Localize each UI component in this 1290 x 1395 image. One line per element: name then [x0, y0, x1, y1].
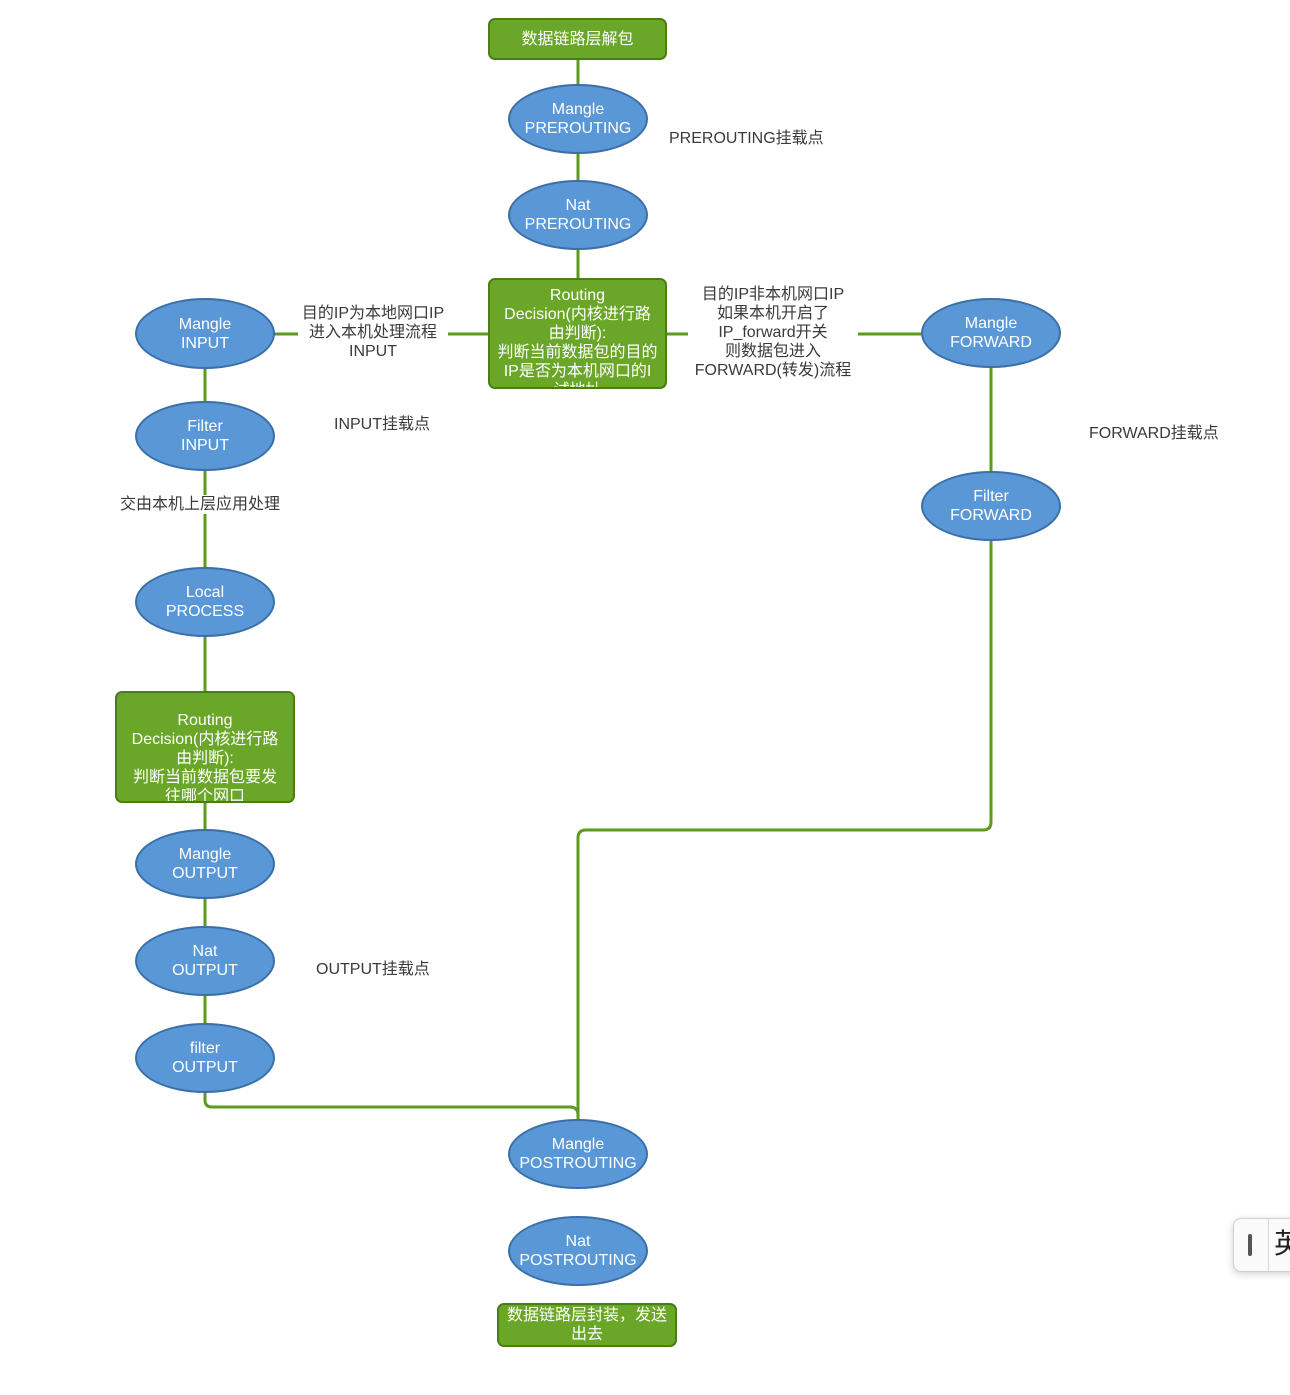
input-hook-label: INPUT挂载点 [334, 416, 431, 433]
mangle-postrouting-node[interactable]: Mangle POSTROUTING [508, 1119, 648, 1189]
mangle-forward-text: Mangle FORWARD [950, 315, 1032, 351]
routing-decision-1-node[interactable]: Routing Decision(内核进行路 由判断): 判断当前数据包的目的 … [488, 278, 667, 389]
output-hook-label: OUTPUT挂载点 [316, 961, 430, 978]
forward-hook-label: FORWARD挂载点 [1089, 425, 1219, 442]
input-edge-label: 目的IP为本地网口IP 进入本机处理流程 INPUT [298, 304, 448, 361]
nat-postrouting-text: Nat POSTROUTING [519, 1233, 637, 1269]
filter-output-node[interactable]: filter OUTPUT [135, 1023, 275, 1093]
routing-decision-1-text: Routing Decision(内核进行路 由判断): 判断当前数据包的目的 … [497, 287, 658, 387]
datalink-unpack-text: 数据链路层解包 [521, 30, 634, 48]
edge-filter-output-postrouting [203, 1092, 580, 1120]
mangle-output-node[interactable]: Mangle OUTPUT [135, 829, 275, 899]
ime-indicator[interactable]: 英 [1233, 1218, 1290, 1272]
datalink-encap-node[interactable]: 数据链路层封装，发送 出去 [497, 1303, 677, 1347]
datalink-unpack-node[interactable]: 数据链路层解包 [488, 18, 667, 60]
nat-prerouting-text: Nat PREROUTING [524, 197, 632, 233]
filter-output-text: filter OUTPUT [172, 1040, 238, 1076]
filter-forward-node[interactable]: Filter FORWARD [921, 471, 1061, 541]
filter-forward-text: Filter FORWARD [950, 488, 1032, 524]
prerouting-hook-label: PREROUTING挂载点 [669, 130, 824, 147]
mangle-postrouting-text: Mangle POSTROUTING [519, 1136, 637, 1172]
mangle-prerouting-node[interactable]: Mangle PREROUTING [508, 84, 648, 154]
nat-output-text: Nat OUTPUT [172, 943, 238, 979]
mangle-output-text: Mangle OUTPUT [172, 846, 238, 882]
local-process-node[interactable]: Local PROCESS [135, 567, 275, 637]
mangle-input-node[interactable]: Mangle INPUT [135, 298, 275, 369]
upper-app-label: 交由本机上层应用处理 [120, 495, 281, 514]
mangle-forward-node[interactable]: Mangle FORWARD [921, 298, 1061, 368]
datalink-encap-text: 数据链路层封装，发送 出去 [506, 1307, 667, 1343]
filter-input-node[interactable]: Filter INPUT [135, 401, 275, 471]
local-process-text: Local PROCESS [165, 584, 245, 620]
ime-separator [1268, 1219, 1269, 1271]
nat-postrouting-node[interactable]: Nat POSTROUTING [508, 1216, 648, 1286]
ime-cursor-icon [1248, 1234, 1252, 1256]
routing-decision-2-node[interactable]: Routing Decision(内核进行路 由判断): 判断当前数据包要发 往… [115, 691, 295, 803]
nat-output-node[interactable]: Nat OUTPUT [135, 926, 275, 996]
mangle-input-text: Mangle INPUT [178, 315, 232, 352]
nat-prerouting-node[interactable]: Nat PREROUTING [508, 180, 648, 250]
mangle-prerouting-text: Mangle PREROUTING [524, 101, 632, 137]
forward-edge-label: 目的IP非本机网口IP 如果本机开启了 IP_forward开关 则数据包进入 … [688, 285, 858, 380]
filter-input-text: Filter INPUT [181, 418, 229, 454]
edge-filter-forward-postrouting [576, 540, 993, 1120]
ime-language-char: 英 [1274, 1227, 1290, 1260]
routing-decision-2-text: Routing Decision(内核进行路 由判断): 判断当前数据包要发 往… [131, 712, 279, 803]
